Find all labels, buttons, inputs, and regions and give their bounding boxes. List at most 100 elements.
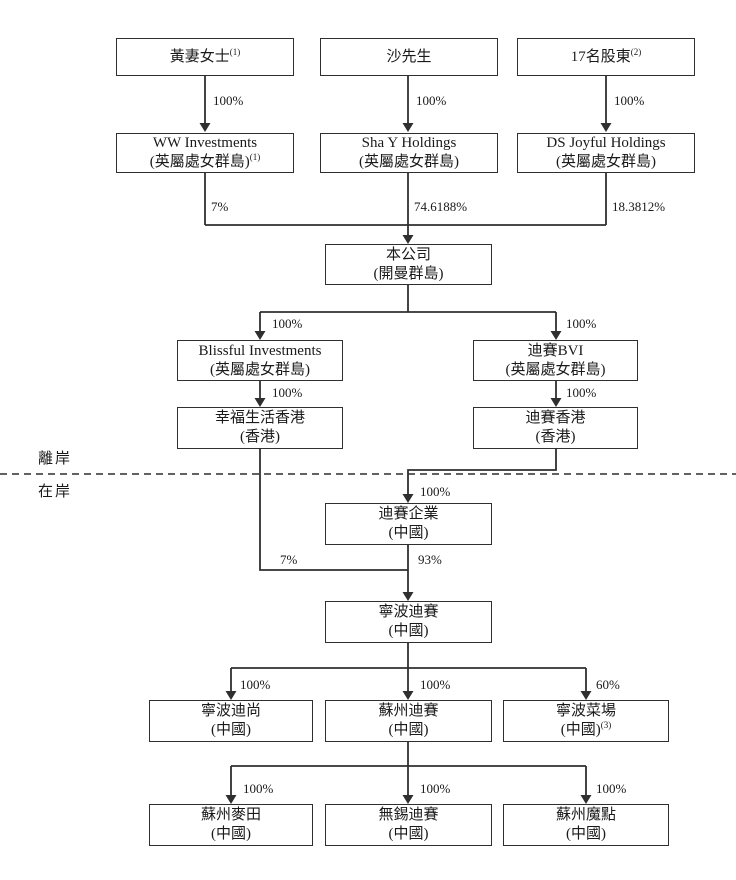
node-ningbo-caichang: 寧波菜場 (中國)(3) — [503, 700, 669, 742]
node-title: DS Joyful Holdings — [546, 135, 666, 151]
node-jurisdiction: (香港) — [536, 428, 576, 447]
node-label: 幸福生活香港 — [215, 409, 305, 428]
arrowhead — [402, 795, 414, 804]
node-title: 沙先生 — [386, 48, 432, 65]
node-title: 蘇州迪賽 — [378, 703, 439, 719]
node-sha-y-holdings: Sha Y Holdings (英屬處女群島) — [320, 133, 498, 173]
arrowhead — [225, 795, 237, 804]
arrowheads — [199, 123, 612, 804]
node-subtitle: (中國) — [388, 722, 429, 738]
node-subtitle: (中國) — [388, 525, 429, 541]
node-wuxi-disai: 無錫迪賽 (中國) — [325, 804, 492, 846]
arrowhead — [254, 331, 266, 340]
node-disai-bvi: 迪賽BVI (英屬處女群島) — [473, 340, 638, 381]
node-label: 無錫迪賽 — [378, 806, 438, 825]
node-subtitle: (英屬處女群島) — [556, 154, 656, 170]
node-jurisdiction: (英屬處女群島)(1) — [150, 153, 261, 172]
footnote-sup: (1) — [229, 46, 241, 57]
node-label: 蘇州迪賽 — [378, 702, 438, 721]
arrowhead — [402, 691, 414, 700]
node-subtitle: (中國) — [566, 826, 606, 842]
node-jurisdiction: (中國) — [389, 622, 429, 641]
arrowhead — [580, 795, 592, 804]
node-17-shareholders: 17名股東(2) — [517, 38, 695, 76]
footnote-sup: (2) — [630, 46, 642, 57]
node-jurisdiction: (英屬處女群島) — [506, 361, 606, 380]
node-label: 迪賽企業 — [378, 505, 438, 524]
pct-nbds-to-caichang: 60% — [596, 677, 620, 692]
node-title: 黃妻女士 — [169, 48, 230, 65]
node-title: 本公司 — [385, 246, 431, 263]
pct-sha-to-shay: 100% — [416, 93, 447, 108]
node-title: WW Investments — [152, 135, 258, 151]
node-label: 蘇州魔點 — [556, 806, 616, 825]
node-label: 迪賽香港 — [525, 409, 585, 428]
node-ningbo-dishang: 寧波迪尚 (中國) — [149, 700, 313, 742]
node-disai-enterprise: 迪賽企業 (中國) — [325, 503, 492, 545]
node-happy-life-hk: 幸福生活香港 (香港) — [177, 407, 343, 449]
node-label: 迪賽BVI — [528, 342, 584, 361]
pct-nbds-to-dishang: 100% — [240, 677, 271, 692]
node-label: Sha Y Holdings — [362, 134, 457, 153]
node-suzhou-maitian: 蘇州麥田 (中國) — [149, 804, 313, 846]
pct-bvi-to-dshk: 100% — [566, 385, 597, 400]
node-label: 17名股東(2) — [570, 46, 642, 67]
node-ww-investments: WW Investments (英屬處女群島)(1) — [116, 133, 294, 173]
node-title: 迪賽企業 — [378, 506, 439, 522]
footnote-sup: (1) — [249, 152, 261, 162]
arrowhead — [550, 331, 562, 340]
pct-company-to-blissful: 100% — [272, 316, 303, 331]
node-suzhou-disai: 蘇州迪賽 (中國) — [325, 700, 492, 742]
node-subtitle: (中國) — [211, 722, 251, 738]
node-subtitle: (中國) — [388, 826, 429, 842]
arrowhead — [199, 123, 211, 132]
node-jurisdiction: (香港) — [240, 428, 280, 447]
node-blissful-investments: Blissful Investments (英屬處女群島) — [177, 340, 343, 381]
pct-szds-to-wuxi: 100% — [420, 781, 451, 796]
onshore-label: 在岸 — [38, 484, 73, 500]
node-subtitle: (英屬處女群島) — [149, 154, 250, 170]
node-title: 迪賽香港 — [525, 410, 586, 426]
node-title: 迪賽BVI — [527, 342, 584, 359]
node-subtitle: (英屬處女群島) — [505, 361, 606, 378]
arrowhead — [254, 398, 266, 407]
node-jurisdiction: (中國) — [566, 825, 606, 844]
node-title: Sha Y Holdings — [361, 135, 457, 151]
node-subtitle: (英屬處女群島) — [359, 154, 459, 170]
pct-nbds-to-szds: 100% — [420, 677, 451, 692]
pct-szds-to-modian: 100% — [596, 781, 627, 796]
node-ningbo-disai: 寧波迪賽 (中國) — [325, 601, 492, 643]
pct-dshk-to-dsent: 100% — [420, 484, 451, 499]
node-subtitle: (開曼群島) — [373, 265, 444, 282]
node-subtitle: (英屬處女群島) — [210, 361, 310, 378]
node-label: Blissful Investments — [199, 342, 322, 361]
node-subtitle: (香港) — [240, 429, 280, 445]
node-title: 蘇州麥田 — [200, 807, 261, 823]
node-subtitle: (中國) — [211, 826, 251, 842]
edge-dshk-to-dsent — [407, 449, 557, 500]
pct-szds-to-maitian: 100% — [243, 781, 274, 796]
pct-hlhk-to-nbds: 7% — [280, 552, 298, 567]
node-subtitle: (香港) — [535, 429, 576, 445]
node-jurisdiction: (中國) — [211, 721, 251, 740]
pct-wong-to-ww: 100% — [213, 93, 244, 108]
node-label: 寧波菜場 — [556, 702, 616, 721]
node-title: 寧波迪賽 — [378, 604, 439, 620]
node-suzhou-modian: 蘇州魔點 (中國) — [503, 804, 669, 846]
node-label: 寧波迪賽 — [378, 603, 438, 622]
node-jurisdiction: (中國) — [389, 524, 429, 543]
node-jurisdiction: (中國)(3) — [561, 721, 612, 740]
pct-blissful-to-hlhk: 100% — [272, 385, 303, 400]
node-ms-wong: 黃妻女士(1) — [116, 38, 294, 76]
pct-ww-to-company: 7% — [211, 199, 229, 214]
node-title: 17名股東 — [570, 48, 631, 65]
arrowhead — [402, 235, 414, 244]
arrowhead — [600, 123, 612, 132]
node-title: 寧波菜場 — [555, 703, 616, 719]
arrowhead — [580, 691, 592, 700]
node-label: 黃妻女士(1) — [169, 46, 241, 67]
edges — [204, 76, 607, 801]
arrowhead — [402, 494, 414, 503]
